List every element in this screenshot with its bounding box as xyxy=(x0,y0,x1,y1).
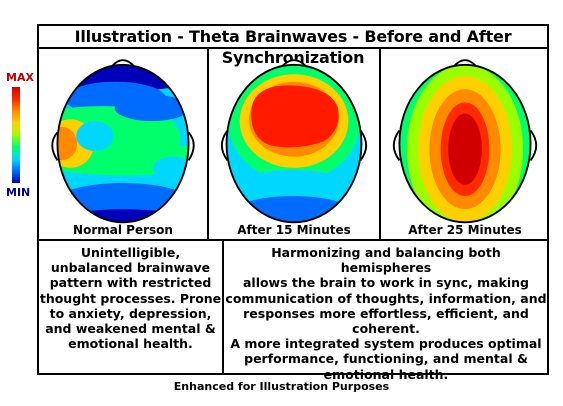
brain-heatmap-25-minutes xyxy=(392,59,538,224)
description-synchronized-line: responses more effortless, efficient, an… xyxy=(243,305,529,337)
scale-min-label: MIN xyxy=(6,186,31,199)
description-normal-line: to anxiety, depression, xyxy=(49,305,212,321)
panel-label-25-minutes: After 25 Minutes xyxy=(408,223,522,237)
panel-bottom-divider xyxy=(37,239,549,241)
description-normal-line: unbalanced brainwave xyxy=(50,260,211,276)
footer-note: Enhanced for Illustration Purposes xyxy=(173,380,390,393)
description-normal: Unintelligible, unbalanced brainwave pat… xyxy=(39,245,222,351)
description-synchronized: Harmonizing and balancing both hemispher… xyxy=(225,245,547,382)
description-normal-line: thought processes. Prone xyxy=(39,290,222,306)
scale-max-label: MAX xyxy=(6,71,34,84)
intensity-scale-bar xyxy=(12,87,20,183)
description-synchronized-line: communication of thoughts, information, … xyxy=(225,290,547,306)
panel-divider-1 xyxy=(207,49,209,239)
brain-heatmap-normal xyxy=(51,59,195,224)
description-synchronized-line: emotional health. xyxy=(323,366,449,382)
panel-after-15-minutes xyxy=(209,48,379,226)
description-synchronized-line: Harmonizing and balancing both hemispher… xyxy=(271,245,501,276)
diagram-title: Illustration - Theta Brainwaves - Before… xyxy=(37,24,549,67)
panel-label-15-minutes: After 15 Minutes xyxy=(237,223,351,237)
description-divider xyxy=(222,239,224,375)
description-normal-line: pattern with restricted xyxy=(49,275,212,291)
description-synchronized-line: allows the brain to work in sync, making xyxy=(242,275,530,291)
description-synchronized-line: A more integrated system produces optima… xyxy=(230,336,542,352)
description-normal-line: Unintelligible, xyxy=(80,245,181,260)
panel-after-25-minutes xyxy=(381,48,549,226)
panel-label-normal: Normal Person xyxy=(73,223,173,237)
description-normal-line: and weakened mental & xyxy=(45,321,216,337)
description-normal-line: emotional health. xyxy=(68,336,193,352)
diagram-frame xyxy=(37,47,549,375)
description-synchronized-line: performance, functioning, and mental & xyxy=(244,351,528,367)
brain-heatmap-15-minutes xyxy=(220,59,368,224)
panel-divider-2 xyxy=(379,49,381,239)
panel-normal-person xyxy=(39,48,207,226)
